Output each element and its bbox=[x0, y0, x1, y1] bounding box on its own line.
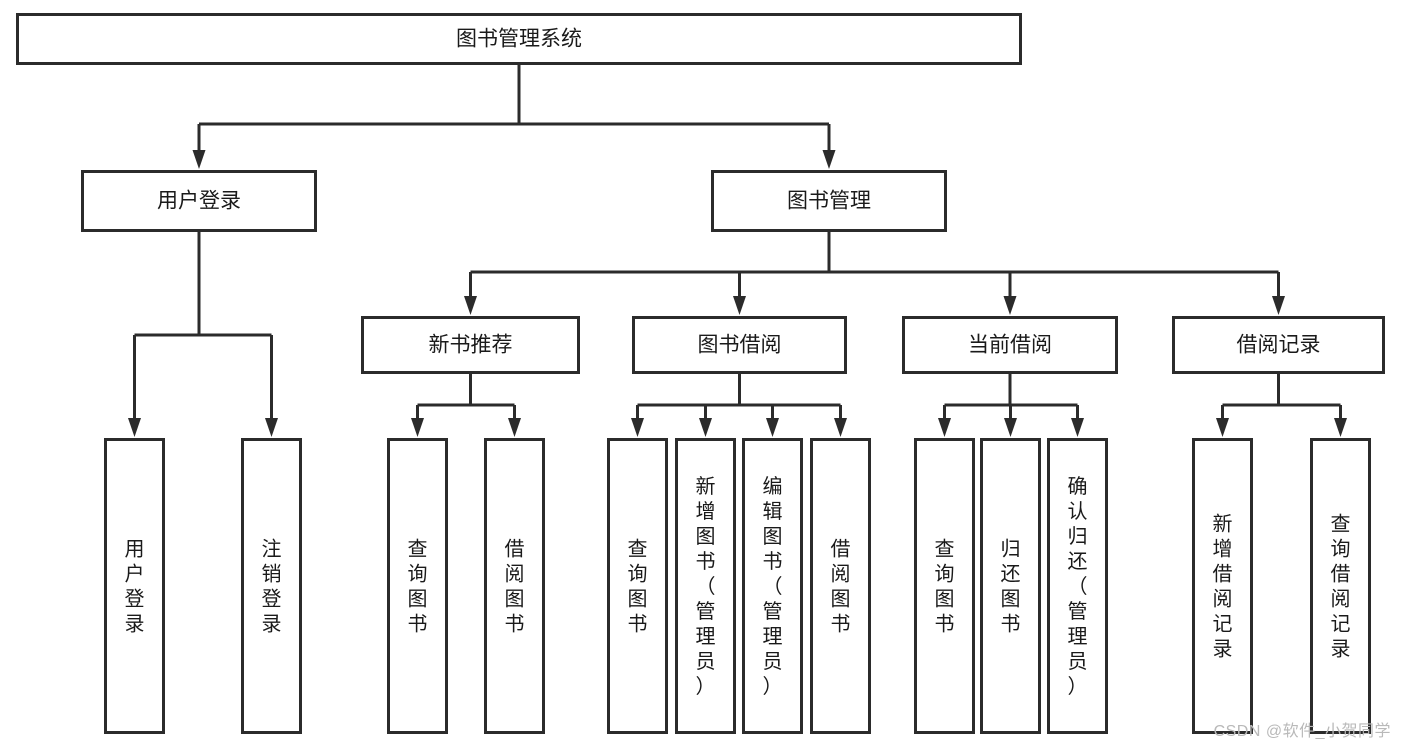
node-leaf-edit-book[interactable]: 编辑图书（管理员） bbox=[742, 438, 803, 734]
node-label: 用户登录 bbox=[125, 539, 145, 636]
connector-group bbox=[411, 374, 521, 437]
node-box[interactable] bbox=[607, 438, 668, 734]
node-book-borrow[interactable]: 图书借阅 bbox=[632, 316, 847, 374]
node-box[interactable] bbox=[81, 170, 317, 232]
node-label: 新增图书（管理员） bbox=[696, 475, 716, 698]
arrow-head-icon bbox=[1071, 418, 1084, 437]
node-leaf-query-book-3[interactable]: 查询图书 bbox=[914, 438, 975, 734]
node-box[interactable] bbox=[711, 170, 947, 232]
node-label: 用户登录 bbox=[157, 190, 241, 213]
arrow-head-icon bbox=[128, 418, 141, 437]
node-label: 归还图书 bbox=[1001, 538, 1021, 636]
connector-group bbox=[464, 232, 1285, 315]
arrow-head-icon bbox=[1334, 418, 1347, 437]
node-leaf-add-book[interactable]: 新增图书（管理员） bbox=[675, 438, 736, 734]
connector-group bbox=[938, 374, 1084, 437]
node-leaf-query-book-2[interactable]: 查询图书 bbox=[607, 438, 668, 734]
arrow-head-icon bbox=[1003, 296, 1017, 315]
node-new-book-rec[interactable]: 新书推荐 bbox=[361, 316, 580, 374]
connector-group bbox=[631, 374, 847, 437]
node-leaf-borrow-book-1[interactable]: 借阅图书 bbox=[484, 438, 545, 734]
arrow-head-icon bbox=[192, 150, 206, 169]
node-root[interactable]: 图书管理系统 bbox=[16, 13, 1022, 65]
node-label: 图书借阅 bbox=[698, 334, 782, 357]
node-leaf-logout[interactable]: 注销登录 bbox=[241, 438, 302, 734]
arrow-head-icon bbox=[1216, 418, 1229, 437]
node-layer: 图书管理系统用户登录图书管理新书推荐图书借阅当前借阅借阅记录用户登录注销登录查询… bbox=[16, 13, 1385, 734]
node-box[interactable] bbox=[361, 316, 580, 374]
node-box[interactable] bbox=[742, 438, 803, 734]
node-leaf-user-login[interactable]: 用户登录 bbox=[104, 438, 165, 734]
connector-group bbox=[192, 65, 836, 169]
node-label: 查询图书 bbox=[408, 538, 428, 636]
node-box[interactable] bbox=[810, 438, 871, 734]
node-label: 编辑图书（管理员） bbox=[763, 475, 783, 698]
arrow-head-icon bbox=[766, 418, 779, 437]
node-label: 当前借阅 bbox=[968, 334, 1052, 357]
node-leaf-confirm-return[interactable]: 确认归还（管理员） bbox=[1047, 438, 1108, 734]
node-box[interactable] bbox=[1310, 438, 1371, 734]
node-label: 图书管理 bbox=[787, 190, 871, 213]
arrow-head-icon bbox=[699, 418, 712, 437]
node-borrow-record[interactable]: 借阅记录 bbox=[1172, 316, 1385, 374]
arrow-head-icon bbox=[411, 418, 424, 437]
arrow-head-icon bbox=[631, 418, 644, 437]
node-box[interactable] bbox=[387, 438, 448, 734]
arrow-head-icon bbox=[1004, 418, 1017, 437]
node-label: 查询借阅记录 bbox=[1331, 513, 1351, 661]
arrow-head-icon bbox=[822, 150, 836, 169]
node-leaf-borrow-book-2[interactable]: 借阅图书 bbox=[810, 438, 871, 734]
node-label: 新增借阅记录 bbox=[1213, 513, 1233, 661]
node-box[interactable] bbox=[1047, 438, 1108, 734]
arrow-head-icon bbox=[508, 418, 521, 437]
node-label: 借阅记录 bbox=[1237, 334, 1321, 357]
arrow-head-icon bbox=[1272, 296, 1285, 315]
node-box[interactable] bbox=[632, 316, 847, 374]
node-leaf-add-record[interactable]: 新增借阅记录 bbox=[1192, 438, 1253, 734]
arrow-head-icon bbox=[834, 418, 847, 437]
node-user-login[interactable]: 用户登录 bbox=[81, 170, 317, 232]
node-box[interactable] bbox=[16, 13, 1022, 65]
watermark-label: CSDN @软件_小贺同学 bbox=[1213, 723, 1391, 740]
node-box[interactable] bbox=[902, 316, 1118, 374]
node-box[interactable] bbox=[1172, 316, 1385, 374]
connector-layer bbox=[128, 65, 1347, 437]
node-box[interactable] bbox=[675, 438, 736, 734]
arrow-head-icon bbox=[464, 296, 477, 315]
node-box[interactable] bbox=[980, 438, 1041, 734]
arrow-head-icon bbox=[265, 418, 278, 437]
node-book-manage[interactable]: 图书管理 bbox=[711, 170, 947, 232]
node-box[interactable] bbox=[1192, 438, 1253, 734]
node-box[interactable] bbox=[484, 438, 545, 734]
node-label: 借阅图书 bbox=[831, 538, 851, 636]
arrow-head-icon bbox=[938, 418, 951, 437]
arrow-head-icon bbox=[733, 296, 746, 315]
node-box[interactable] bbox=[104, 438, 165, 734]
node-leaf-query-record[interactable]: 查询借阅记录 bbox=[1310, 438, 1371, 734]
node-box[interactable] bbox=[914, 438, 975, 734]
node-box[interactable] bbox=[241, 438, 302, 734]
node-current-borrow[interactable]: 当前借阅 bbox=[902, 316, 1118, 374]
node-leaf-query-book-1[interactable]: 查询图书 bbox=[387, 438, 448, 734]
node-label: 新书推荐 bbox=[429, 334, 513, 357]
node-label: 确认归还（管理员） bbox=[1068, 475, 1088, 698]
node-label: 查询图书 bbox=[628, 538, 648, 636]
node-label: 借阅图书 bbox=[505, 538, 525, 636]
node-label: 图书管理系统 bbox=[456, 28, 582, 51]
node-label: 注销登录 bbox=[262, 538, 282, 636]
node-leaf-return-book[interactable]: 归还图书 bbox=[980, 438, 1041, 734]
node-label: 查询图书 bbox=[935, 538, 955, 636]
connector-group bbox=[1216, 374, 1347, 437]
connector-group bbox=[128, 232, 278, 437]
